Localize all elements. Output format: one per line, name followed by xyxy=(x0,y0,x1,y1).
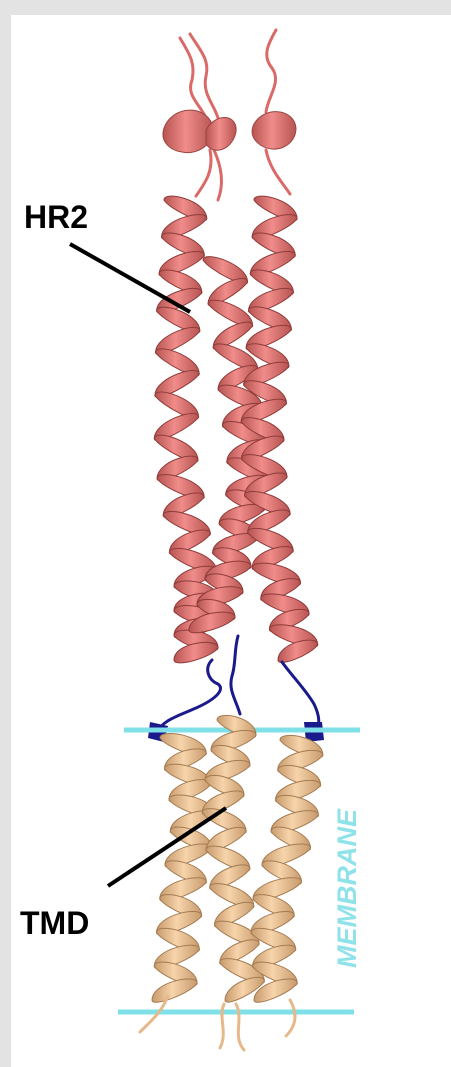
tmd-helix-right xyxy=(251,735,323,1002)
tmd-bottom-tails xyxy=(140,996,295,1050)
hr2-top-caps xyxy=(163,110,296,152)
hr2-helix-right xyxy=(241,196,317,662)
tmd-label: TMD xyxy=(20,905,89,941)
membrane-label: MEMBRANE xyxy=(332,808,362,968)
helix-turn xyxy=(278,640,318,662)
tmd-helix-left xyxy=(152,734,215,1003)
hr2-label: HR2 xyxy=(24,199,88,235)
helix-turn xyxy=(152,979,197,1002)
